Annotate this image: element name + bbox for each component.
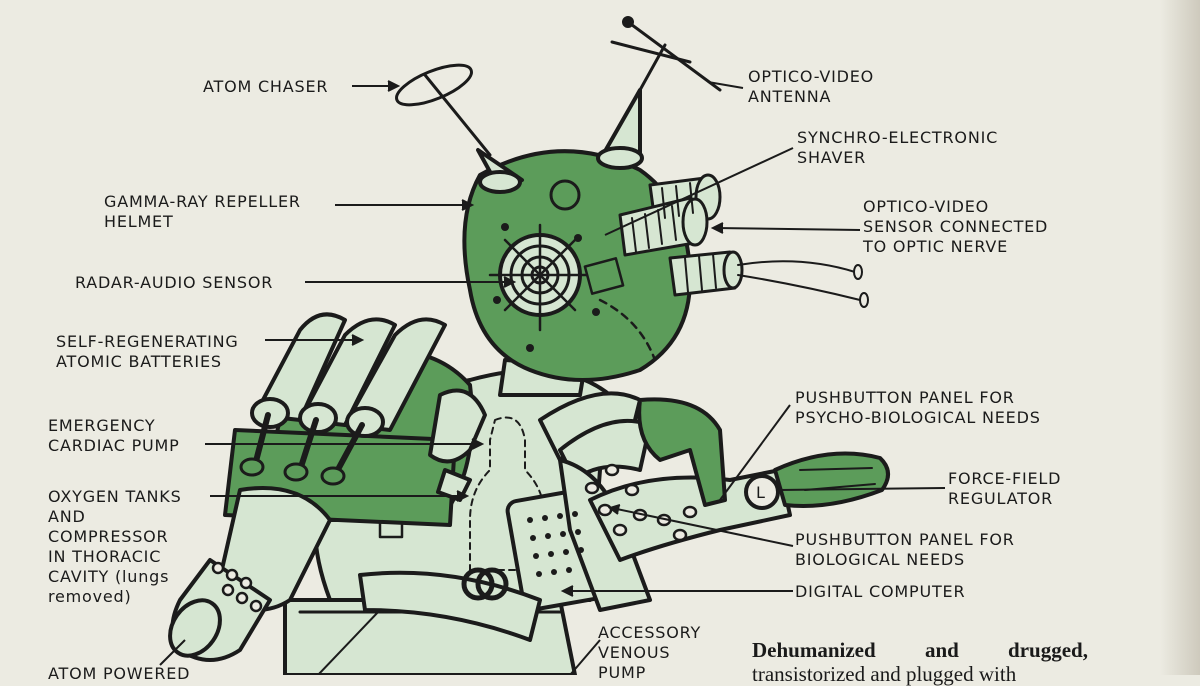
label-optico-video-antenna: OPTICO-VIDEO ANTENNA bbox=[748, 67, 875, 106]
label-atom-chaser: ATOM CHASER bbox=[203, 77, 329, 96]
svg-text:L: L bbox=[756, 483, 765, 502]
label-venous-pump: ACCESSORY VENOUS PUMP bbox=[598, 623, 702, 682]
label-force-field-regulator: FORCE-FIELD REGULATOR bbox=[948, 469, 1062, 508]
label-synchro-electronic-shaver: SYNCHRO-ELECTRONIC SHAVER bbox=[797, 128, 999, 167]
robot-body: L bbox=[168, 16, 890, 675]
label-psycho-biological-panel: PUSHBUTTON PANEL FOR PSYCHO-BIOLOGICAL N… bbox=[795, 388, 1041, 427]
article-caption: Dehumanized and drugged, transistorized … bbox=[752, 638, 1088, 686]
label-digital-computer: DIGITAL COMPUTER bbox=[795, 582, 966, 601]
label-atomic-batteries: SELF-REGENERATING ATOMIC BATTERIES bbox=[56, 332, 239, 371]
label-cardiac-pump: EMERGENCY CARDIAC PUMP bbox=[48, 416, 180, 455]
label-gamma-ray-helmet: GAMMA-RAY REPELLER HELMET bbox=[104, 192, 301, 231]
caption-line-1: Dehumanized and drugged, bbox=[752, 638, 1088, 662]
leader-lines bbox=[159, 80, 946, 675]
label-oxygen-tanks: OXYGEN TANKS AND COMPRESSOR IN THORACIC … bbox=[48, 487, 182, 606]
caption-line-2: transistorized and plugged with bbox=[752, 662, 1017, 686]
label-biological-panel: PUSHBUTTON PANEL FOR BIOLOGICAL NEEDS bbox=[795, 530, 1015, 569]
label-optico-video-sensor: OPTICO-VIDEO SENSOR CONNECTED TO OPTIC N… bbox=[863, 197, 1049, 256]
label-radar-audio-sensor: RADAR-AUDIO SENSOR bbox=[75, 273, 274, 292]
label-atom-powered: ATOM POWERED bbox=[48, 664, 191, 683]
